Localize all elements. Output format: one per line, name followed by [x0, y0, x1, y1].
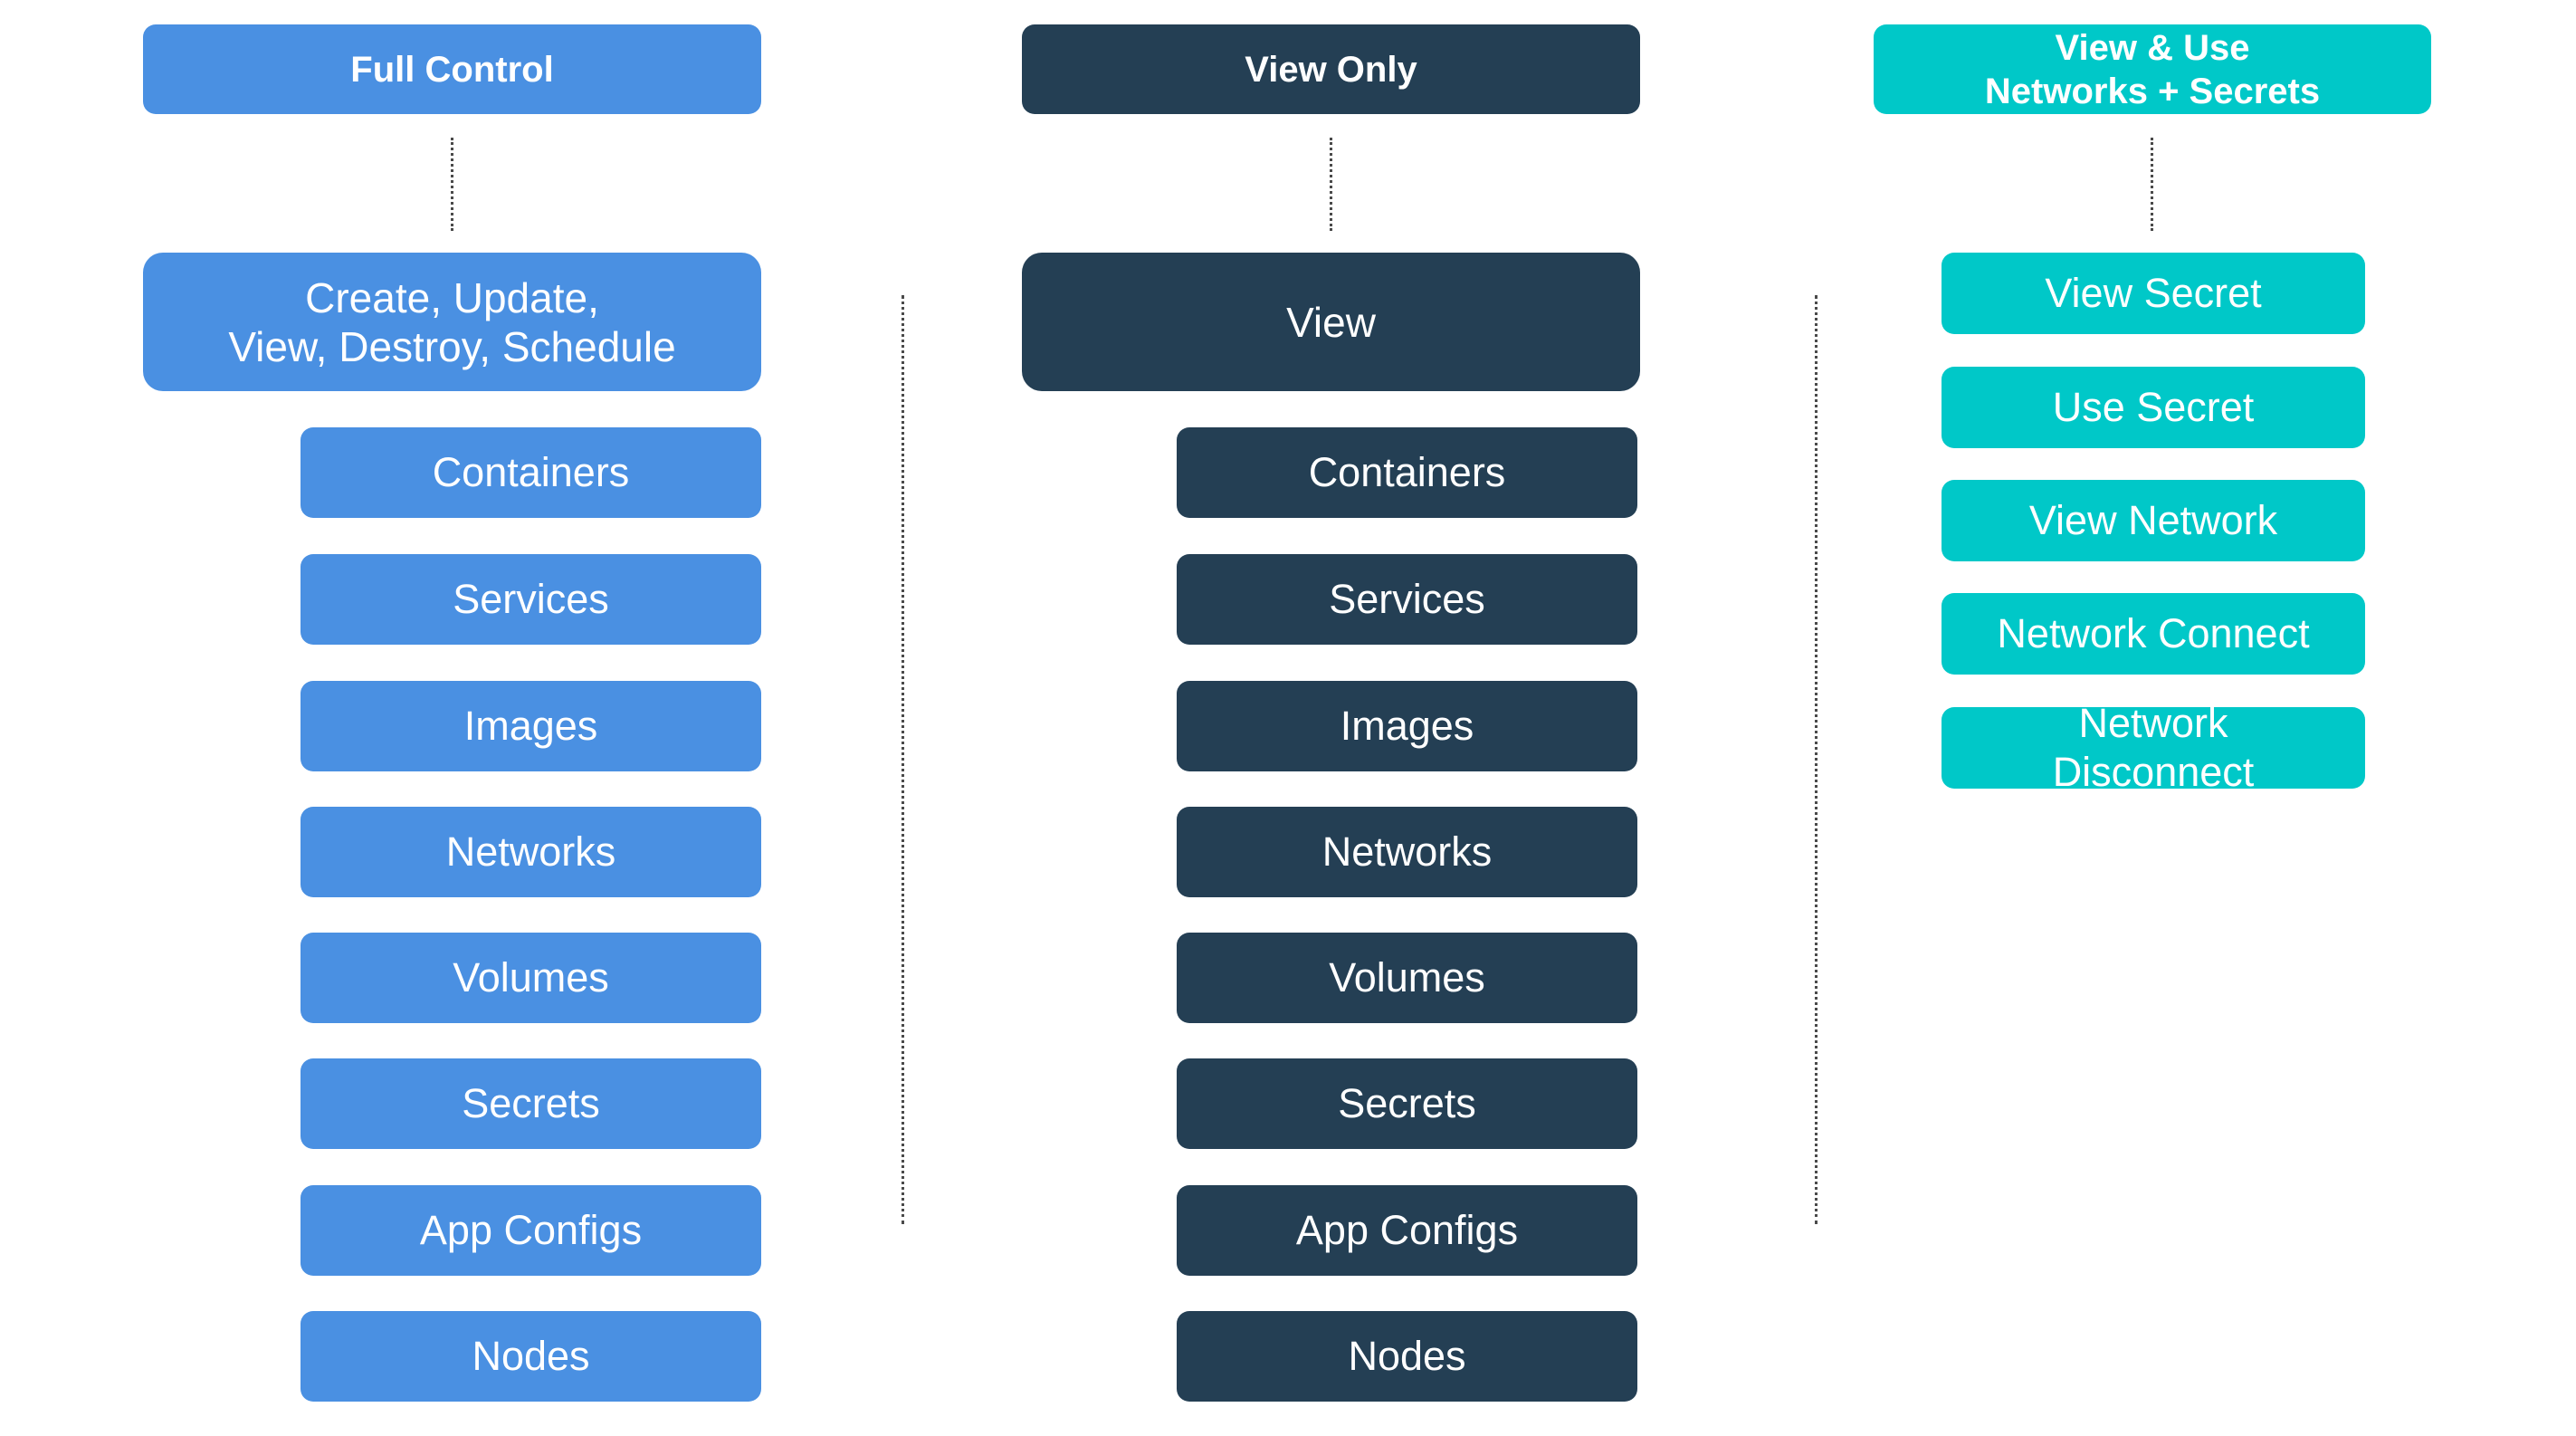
view-only-item-nodes: Nodes	[1177, 1311, 1637, 1402]
full-control-item-services: Services	[301, 554, 761, 645]
column-divider-right	[1815, 295, 1818, 1224]
view-use-header: View & Use Networks + Secrets	[1874, 24, 2431, 114]
full-control-item-networks: Networks	[301, 807, 761, 897]
view-only-item-volumes: Volumes	[1177, 933, 1637, 1023]
view-use-connector	[2151, 138, 2153, 231]
view-only-header: View Only	[1022, 24, 1640, 114]
view-use-item-view-network: View Network	[1942, 480, 2365, 561]
view-only-item-images: Images	[1177, 681, 1637, 771]
full-control-item-nodes: Nodes	[301, 1311, 761, 1402]
view-only-item-services: Services	[1177, 554, 1637, 645]
full-control-item-images: Images	[301, 681, 761, 771]
view-use-item-view-secret: View Secret	[1942, 253, 2365, 334]
full-control-header: Full Control	[143, 24, 761, 114]
view-only-item-containers: Containers	[1177, 427, 1637, 518]
full-control-item-containers: Containers	[301, 427, 761, 518]
full-control-item-secrets: Secrets	[301, 1058, 761, 1149]
column-divider-left	[902, 295, 904, 1224]
view-only-permissions: View	[1022, 253, 1640, 391]
full-control-item-app-configs: App Configs	[301, 1185, 761, 1276]
view-only-item-networks: Networks	[1177, 807, 1637, 897]
view-only-item-secrets: Secrets	[1177, 1058, 1637, 1149]
view-use-item-network-disconnect: Network Disconnect	[1942, 700, 2365, 795]
view-use-item-network-connect: Network Connect	[1942, 593, 2365, 675]
full-control-connector	[451, 138, 453, 231]
full-control-item-volumes: Volumes	[301, 933, 761, 1023]
view-only-connector	[1330, 138, 1332, 231]
view-only-item-app-configs: App Configs	[1177, 1185, 1637, 1276]
view-use-item-use-secret: Use Secret	[1942, 367, 2365, 448]
full-control-permissions: Create, Update, View, Destroy, Schedule	[143, 253, 761, 391]
